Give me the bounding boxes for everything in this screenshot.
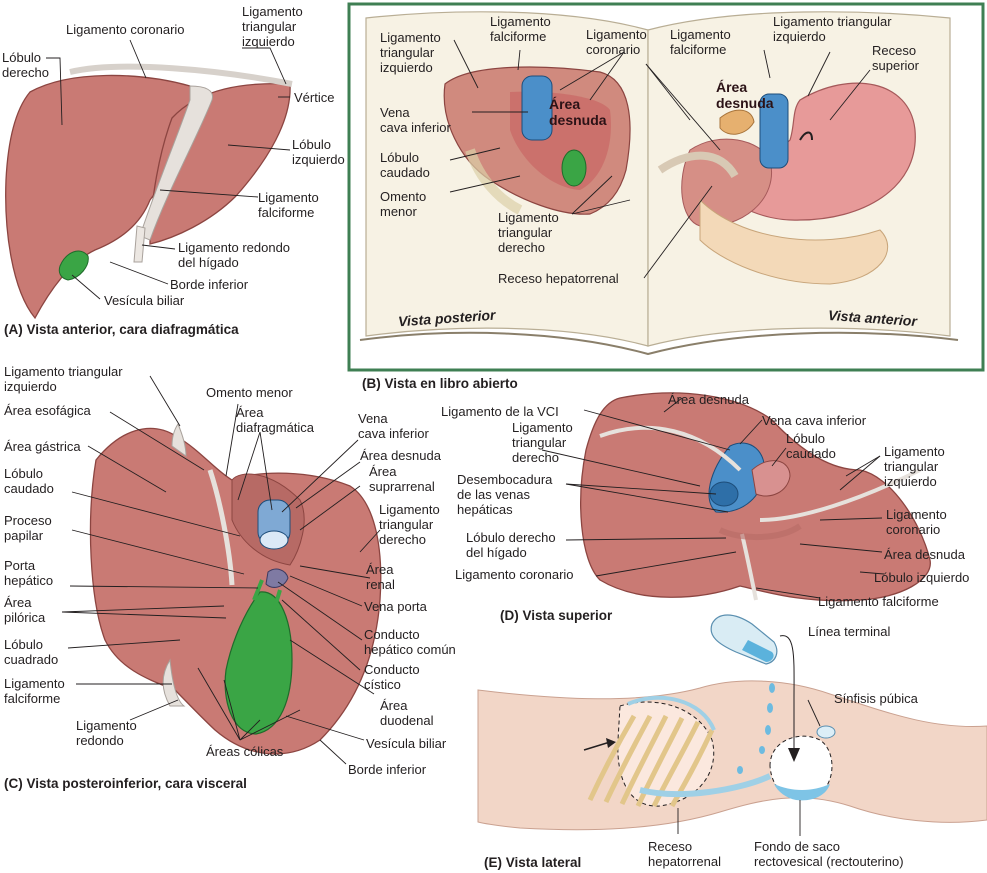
label-c-borde-inferior: Borde inferior: [348, 762, 427, 777]
label-d-area-desnuda-top: Área desnuda: [668, 392, 749, 407]
label-c-area-diafragmatica: Área diafragmática: [236, 405, 315, 435]
label-ligamento-coronario: Ligamento coronario: [66, 22, 185, 37]
label-c-triangular-izquierdo: Ligamento triangular izquierdo: [4, 364, 123, 394]
caption-panel-c: (C) Vista posteroinferior, cara visceral: [4, 776, 247, 791]
caption-panel-e: (E) Vista lateral: [484, 855, 582, 870]
label-d-triangular-izquierdo: Ligamento triangular izquierdo: [884, 444, 945, 489]
label-c-vena-porta: Vena porta: [364, 599, 427, 614]
label-b-lobulo-caudado: Lóbulo caudado: [380, 150, 430, 180]
liver-right-lobe-shape: [5, 74, 195, 320]
label-ligamento-falciforme-a: Ligamento falciforme: [258, 190, 319, 220]
label-d-ligamento-falciforme: Ligamento falciforme: [818, 594, 939, 609]
label-c-ligamento-redondo: Ligamento redondo: [76, 718, 137, 748]
label-c-area-pilorica: Área pilórica: [4, 595, 46, 625]
label-ligamento-redondo-a: Ligamento redondo del hígado: [178, 240, 291, 270]
label-b-falciforme-left: Ligamento falciforme: [490, 14, 551, 44]
label-c-omento-menor: Omento menor: [206, 385, 293, 400]
label-c-area-esofagica: Área esofágica: [4, 403, 91, 418]
label-b-triangular-derecho: Ligamento triangular derecho: [498, 210, 559, 255]
panel-c-drawing: [61, 375, 382, 765]
coronary-ligament-edge: [69, 63, 293, 87]
panel-b-drawing: [347, 2, 985, 372]
label-d-ligamento-coronario-left: Ligamento coronario: [455, 567, 574, 582]
label-b-receso-hepatorrenal: Receso hepatorrenal: [498, 271, 619, 286]
label-c-vena-cava-inferior: Vena cava inferior: [358, 411, 429, 441]
panel-e-drawing: [477, 614, 987, 836]
label-c-area-desnuda: Área desnuda: [360, 448, 441, 463]
label-d-vena-cava-inferior: Vena cava inferior: [762, 413, 867, 428]
label-c-triangular-derecho: Ligamento triangular derecho: [379, 502, 440, 547]
label-c-lobulo-caudado: Lóbulo caudado: [4, 466, 54, 496]
label-c-areas-colicas: Áreas cólicas: [206, 744, 284, 759]
label-c-proceso-papilar: Proceso papilar: [4, 513, 52, 543]
label-c-lobulo-cuadrado: Lóbulo cuadrado: [4, 637, 59, 667]
label-lobulo-derecho: Lóbulo derecho: [2, 50, 49, 80]
label-d-ligamento-vci: Ligamento de la VCI: [441, 404, 559, 419]
label-vertice: Vértice: [294, 90, 335, 105]
book-vena-cava-right: [759, 93, 789, 169]
label-c-vesicula-biliar: Vesícula biliar: [366, 736, 447, 751]
label-d-lobulo-caudado: Lóbulo caudado: [786, 431, 836, 461]
label-e-sinfisis-pubica: Sínfisis púbica: [834, 691, 918, 706]
label-b-area-desnuda-right: Área desnuda: [716, 79, 774, 111]
label-vesicula-biliar-a: Vesícula biliar: [104, 293, 185, 308]
label-d-ligamento-coronario-right: Ligamento coronario: [886, 507, 947, 537]
label-c-ligamento-falciforme: Ligamento falciforme: [4, 676, 65, 706]
label-c-conducto-hepatico-comun: Conducto hepático común: [364, 627, 456, 657]
caption-panel-d: (D) Vista superior: [500, 608, 613, 623]
falciform-ligament-shape: [139, 85, 214, 241]
liver-visceral-shape: [89, 427, 382, 755]
label-b-coronario: Ligamento coronario: [586, 27, 647, 57]
caption-panel-a: (A) Vista anterior, cara diafragmática: [4, 322, 239, 337]
label-b-triangular-izquierdo-left: Ligamento triangular izquierdo: [380, 30, 441, 75]
label-d-area-desnuda-right: Área desnuda: [884, 547, 965, 562]
label-d-desembocadura: Desembocadura de las venas hepáticas: [457, 472, 553, 517]
panel-d-drawing: [541, 392, 931, 602]
book-vena-cava-left: [521, 75, 553, 141]
gallbladder-c-shape: [224, 591, 293, 735]
label-b-vena-cava-inferior: Vena cava inferior: [380, 105, 451, 135]
label-b-area-desnuda-left: Área desnuda: [549, 96, 607, 128]
body-silhouette: [477, 680, 987, 831]
round-ligament-shape: [133, 225, 146, 263]
label-c-area-renal: Área renal: [366, 562, 395, 592]
label-c-area-duodenal: Área duodenal: [380, 698, 434, 728]
label-d-triangular-derecho: Ligamento triangular derecho: [512, 420, 573, 465]
label-e-fondo-de-saco: Fondo de saco rectovesical (rectouterino…: [754, 839, 904, 869]
label-e-receso-hepatorrenal: Receso hepatorrenal: [648, 839, 721, 869]
label-c-conducto-cistico: Conducto cístico: [364, 662, 420, 692]
rectovesical-pouch: [769, 735, 833, 800]
label-c-area-gastrica: Área gástrica: [4, 439, 81, 454]
label-d-lobulo-izquierdo: Lóbulo izquierdo: [874, 570, 970, 585]
label-b-omento-menor: Omento menor: [380, 189, 427, 219]
panel-a-drawing: [5, 39, 293, 320]
label-d-lobulo-derecho: Lóbulo derecho del hígado: [466, 530, 556, 560]
gallbladder-a-shape: [58, 250, 89, 281]
label-e-linea-terminal: Línea terminal: [808, 624, 891, 639]
label-b-receso-superior: Receso superior: [872, 43, 919, 73]
label-ligamento-triangular-izquierdo-a: Ligamento triangular izquierdo: [242, 4, 303, 49]
label-lobulo-izquierdo-a: Lóbulo izquierdo: [292, 137, 345, 167]
label-b-falciforme-right: Ligamento falciforme: [670, 27, 731, 57]
label-borde-inferior-a: Borde inferior: [170, 277, 249, 292]
caption-panel-b: (B) Vista en libro abierto: [362, 376, 518, 391]
label-c-area-suprarrenal: Área suprarrenal: [369, 464, 435, 494]
label-b-triangular-izquierdo-right: Ligamento triangular izquierdo: [773, 14, 892, 44]
label-c-porta-hepatico: Porta hepático: [4, 558, 54, 588]
pubic-symphysis-shape: [816, 725, 836, 739]
